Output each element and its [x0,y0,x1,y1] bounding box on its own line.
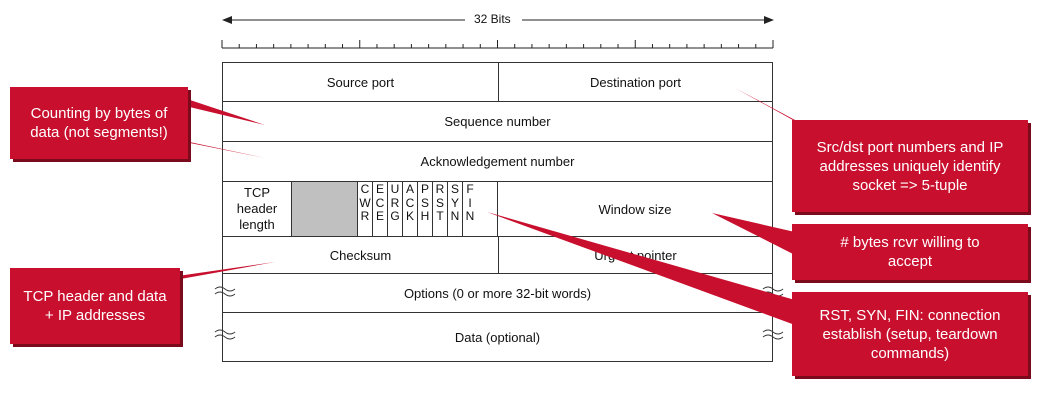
pointer-rcvr [712,213,795,255]
callout-counting-bytes: Counting by bytes of data (not segments!… [10,87,188,159]
destination-port-field: Destination port [498,62,773,102]
flag-letter: H [420,209,430,223]
data-left-break [214,329,236,335]
data-left-break-2 [214,334,236,340]
flag-letter: C [360,182,370,196]
flag-letter: G [390,209,400,223]
flag-letter: K [405,209,414,223]
flag-letter: R [390,195,400,210]
flag-letter: C [375,195,385,210]
callout-header-data: TCP header and data + IP addresses [10,268,180,344]
pointer-flags [487,212,795,325]
flag-letter: U [390,182,400,196]
flag-letter: I [468,195,472,210]
reserved-field [291,181,358,237]
flag-letter: Y [450,195,459,210]
flag-letter: S [435,195,444,210]
flag-letter: A [405,182,414,196]
flag-letter: S [420,195,429,210]
flag-letter: F [466,182,474,196]
flag-letter: N [465,209,475,223]
flag-letter: R [360,209,370,223]
options-left-break-2 [214,291,236,297]
checksum-field: Checksum [222,236,499,274]
flag-letter: R [435,182,445,196]
data-right-break-2 [762,334,784,340]
options-left-break [214,286,236,292]
flag-letter: S [450,182,459,196]
pointer-header-checksum [150,262,275,280]
ack-number-field: Acknowledgement number [222,141,773,182]
flag-letter: E [375,182,384,196]
callout-flags: RST, SYN, FIN: connection establish (set… [792,292,1028,376]
bit-ruler-ticks [221,40,774,48]
flag-letter: T [436,209,444,223]
bits-arrow-right-head [764,16,774,24]
data-right-break [762,329,784,335]
flag-letter: E [375,209,384,223]
callout-rcvr: # bytes rcvr willing to accept [792,224,1028,280]
options-field: Options (0 or more 32-bit words) [222,273,773,313]
bits-arrow-left-head [222,16,232,24]
data-field: Data (optional) [222,312,773,362]
flag-letter: C [405,195,415,210]
sequence-number-field: Sequence number [222,101,773,142]
flag-letter: N [450,209,460,223]
header-length-field: TCP header length [222,181,292,237]
options-right-break [762,286,784,292]
flag-letter: W [359,195,371,210]
bits-label: 32 Bits [470,12,515,26]
flag-letter: P [420,182,429,196]
callout-src-dst: Src/dst port numbers and IP addresses un… [792,120,1028,212]
